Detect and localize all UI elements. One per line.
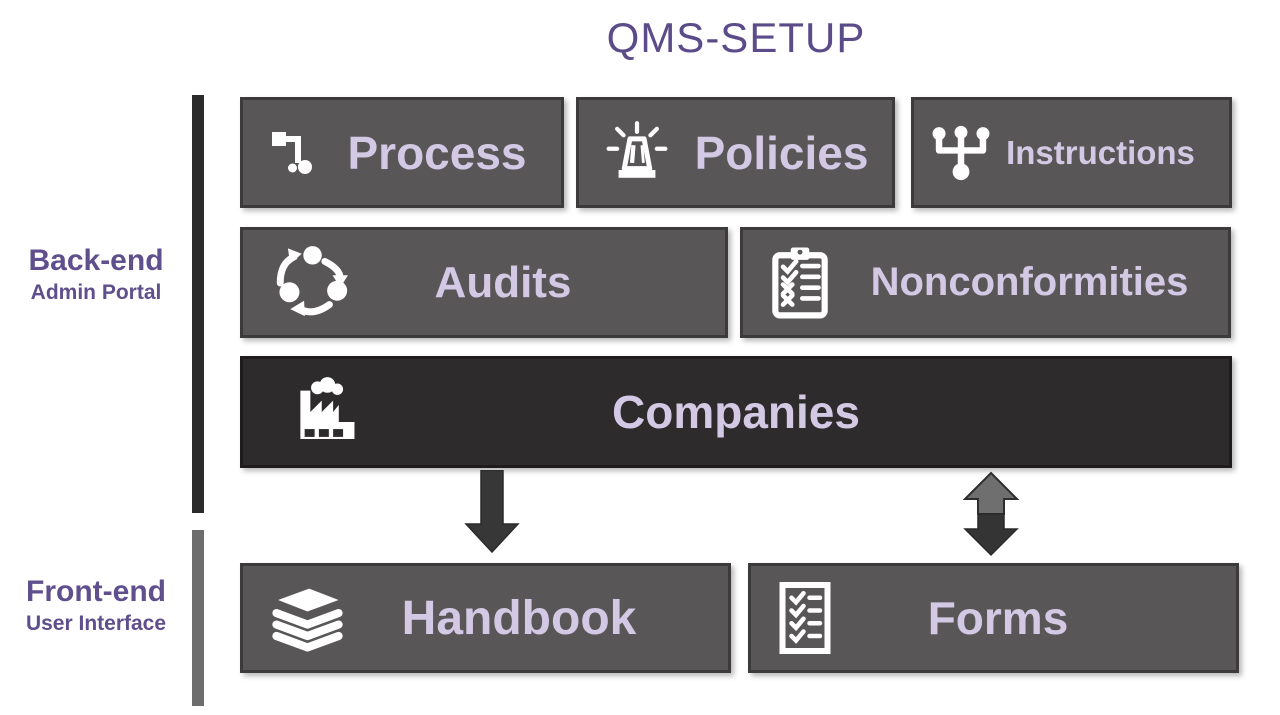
frontend-section-label: Front-end User Interface	[8, 574, 184, 637]
page-title: QMS-SETUP	[606, 14, 866, 61]
instructions-box: Instructions	[911, 97, 1232, 208]
cycle-arrows-icon	[271, 243, 351, 323]
backend-title: Back-end	[28, 244, 164, 277]
companies-box: Companies	[240, 356, 1232, 468]
policies-label: Policies	[694, 126, 869, 179]
frontend-subtitle: User Interface	[25, 612, 167, 635]
companies-label: Companies	[612, 386, 860, 438]
up-down-arrow	[962, 471, 1020, 557]
books-stack-icon	[265, 578, 350, 658]
factory-icon	[289, 375, 363, 449]
audits-box: Audits	[240, 227, 728, 338]
process-box: Process	[240, 97, 564, 208]
frontend-title: Front-end	[26, 575, 166, 608]
flowchart-icon	[269, 127, 321, 179]
hierarchy-merge-icon	[930, 124, 992, 182]
frontend-bracket-bar	[192, 530, 204, 706]
nonconformities-label: Nonconformities	[870, 260, 1189, 304]
nonconformities-box: Nonconformities	[740, 227, 1231, 338]
checklist-document-icon	[775, 581, 835, 655]
backend-bracket-bar	[192, 95, 204, 513]
backend-section-label: Back-end Admin Portal	[8, 243, 184, 306]
backend-subtitle: Admin Portal	[30, 281, 162, 304]
forms-box: Forms	[748, 563, 1239, 673]
clipboard-checklist-icon	[769, 246, 831, 320]
instructions-label: Instructions	[1006, 133, 1195, 171]
forms-label: Forms	[927, 592, 1069, 644]
policies-box: Policies	[576, 97, 895, 208]
siren-icon	[603, 119, 671, 187]
handbook-box: Handbook	[240, 563, 731, 673]
process-label: Process	[347, 126, 527, 179]
down-arrow	[464, 470, 520, 554]
audits-label: Audits	[434, 257, 572, 307]
handbook-label: Handbook	[401, 591, 637, 645]
